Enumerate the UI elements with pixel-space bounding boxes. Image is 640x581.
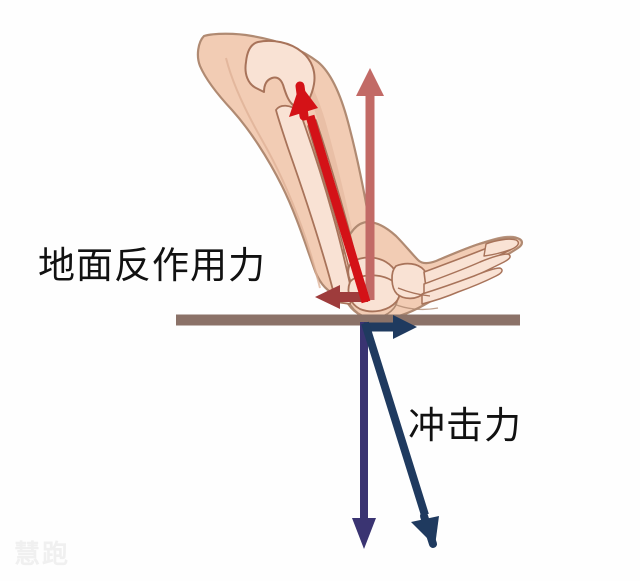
label-ground-reaction-force: 地面反作用力 [38, 244, 266, 287]
ground-reaction-force-arrows [289, 68, 384, 309]
label-impact-force: 冲击力 [408, 404, 522, 447]
toe-phalanges [483, 238, 520, 257]
impact-force-arrows [352, 315, 439, 549]
grf-vertical-arrow [356, 68, 384, 300]
calf-shading [225, 57, 321, 289]
arch-detail-line [393, 303, 439, 311]
impact-vertical-arrow [352, 322, 376, 549]
toe-top-outline [437, 235, 520, 261]
metatarsal-bone-3 [421, 267, 503, 305]
grf-resultant-arrow [289, 81, 371, 304]
midfoot-detail-lines [397, 287, 431, 297]
watermark: 慧跑 [14, 540, 71, 570]
impact-resultant-arrow [361, 321, 439, 548]
